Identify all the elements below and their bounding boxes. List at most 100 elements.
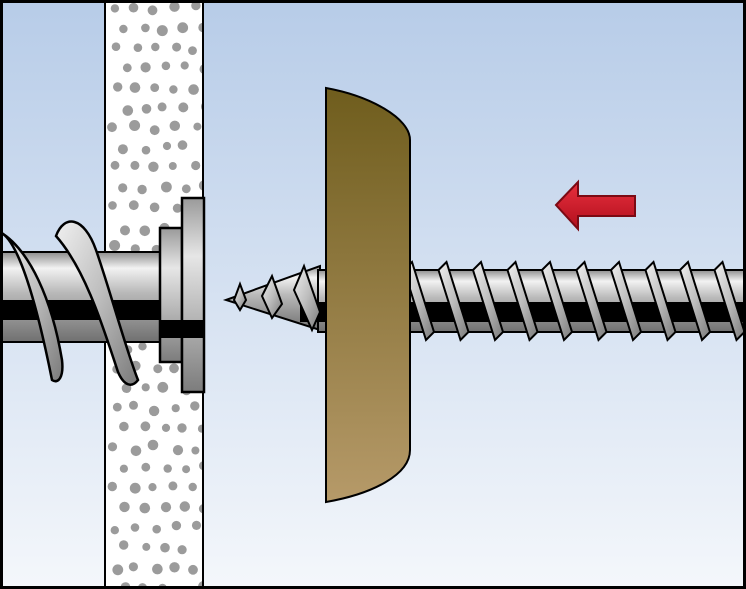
washer-plate bbox=[325, 86, 411, 504]
plasterboard-dot bbox=[191, 520, 202, 531]
plasterboard-dot bbox=[152, 563, 163, 575]
plasterboard-dot bbox=[140, 62, 151, 73]
plasterboard-dot bbox=[198, 180, 203, 191]
plasterboard-dot bbox=[157, 102, 167, 112]
plasterboard-dot bbox=[107, 442, 118, 452]
plasterboard-dot bbox=[169, 363, 179, 374]
drywall-anchor-icon bbox=[0, 196, 206, 394]
plasterboard-dot bbox=[149, 202, 160, 213]
plasterboard-dot bbox=[110, 526, 120, 535]
plasterboard-dot bbox=[153, 364, 163, 374]
plasterboard-dot bbox=[113, 82, 123, 92]
plasterboard-dot bbox=[139, 225, 151, 237]
plasterboard-dot bbox=[188, 84, 199, 95]
plasterboard-dot bbox=[168, 481, 178, 491]
plasterboard-dot bbox=[191, 446, 200, 455]
plasterboard-dot bbox=[171, 520, 182, 531]
plasterboard-dot bbox=[140, 421, 151, 432]
plasterboard-dot bbox=[119, 464, 128, 473]
plasterboard-dot bbox=[129, 482, 141, 494]
plasterboard-dot bbox=[179, 501, 190, 512]
plasterboard-dot bbox=[119, 501, 130, 513]
plasterboard-dot bbox=[133, 43, 143, 52]
plasterboard-dot bbox=[128, 200, 139, 211]
plasterboard-dot bbox=[188, 564, 198, 575]
plasterboard-dot bbox=[171, 404, 180, 413]
plasterboard-dot bbox=[177, 545, 187, 555]
plasterboard-dot bbox=[119, 24, 128, 34]
plasterboard-dot bbox=[138, 342, 147, 351]
plasterboard-dot bbox=[193, 122, 202, 131]
plasterboard-dot bbox=[130, 160, 140, 170]
plasterboard-dot bbox=[191, 160, 201, 171]
plasterboard-dot bbox=[129, 120, 141, 131]
plasterboard-dot bbox=[168, 162, 177, 170]
plasterboard-dot bbox=[148, 483, 157, 492]
screw-tip-thread-3 bbox=[292, 263, 322, 333]
insertion-direction-arrow bbox=[554, 179, 636, 232]
anchor-core bbox=[0, 300, 168, 320]
plasterboard-dot bbox=[137, 184, 147, 195]
plasterboard-dot bbox=[119, 421, 129, 432]
screw-thread bbox=[575, 260, 608, 342]
plasterboard-dot bbox=[139, 502, 151, 514]
plasterboard-dot bbox=[162, 141, 172, 151]
plasterboard-dot bbox=[107, 481, 118, 492]
screw-thread bbox=[437, 260, 470, 342]
plasterboard-dot bbox=[122, 105, 134, 116]
anchor-flange bbox=[180, 196, 206, 394]
plasterboard-dot bbox=[198, 22, 203, 33]
plasterboard-dot bbox=[128, 2, 139, 13]
plasterboard-dot bbox=[141, 23, 150, 33]
plasterboard-dot bbox=[130, 445, 142, 457]
plasterboard-dot bbox=[178, 102, 189, 113]
washer-plate-icon bbox=[325, 86, 411, 504]
anchor-thread-1 bbox=[0, 230, 64, 383]
plasterboard-dot bbox=[129, 400, 138, 410]
plasterboard-dot bbox=[157, 381, 169, 393]
plasterboard-dot bbox=[122, 63, 132, 73]
screw-tip-thread-1 bbox=[232, 281, 248, 312]
plasterboard-dot bbox=[197, 424, 203, 433]
plasterboard-dot bbox=[109, 240, 121, 251]
plasterboard-dot bbox=[161, 181, 172, 193]
plasterboard-dot bbox=[177, 22, 189, 34]
screw-thread bbox=[644, 260, 677, 342]
plasterboard-dot bbox=[169, 120, 180, 131]
plasterboard-dot bbox=[141, 383, 150, 392]
plasterboard-dot bbox=[180, 61, 189, 70]
plasterboard-dot bbox=[169, 85, 178, 94]
plasterboard-dot bbox=[148, 161, 159, 172]
plasterboard-dot bbox=[191, 0, 201, 11]
anchor-thread-2 bbox=[54, 220, 140, 386]
plasterboard-dot bbox=[141, 462, 151, 472]
plasterboard-dot bbox=[108, 201, 117, 210]
plasterboard-dot bbox=[130, 523, 140, 532]
screw-thread bbox=[540, 260, 574, 342]
plasterboard-dot bbox=[160, 502, 172, 513]
plasterboard-dot bbox=[156, 25, 168, 37]
plasterboard-dot bbox=[129, 82, 141, 93]
plasterboard-dot bbox=[110, 160, 120, 170]
plasterboard-dot bbox=[172, 42, 182, 52]
plasterboard-dot bbox=[198, 504, 203, 514]
plasterboard-dot bbox=[172, 445, 184, 456]
arrow-left-icon bbox=[554, 179, 636, 232]
plasterboard-dot bbox=[151, 42, 160, 52]
plasterboard-dot bbox=[112, 564, 124, 576]
screw-thread bbox=[609, 260, 643, 342]
plasterboard-dot bbox=[117, 144, 128, 155]
plasterboard-dot bbox=[141, 104, 152, 114]
plasterboard-dot bbox=[148, 405, 160, 417]
plasterboard-dot bbox=[182, 465, 191, 474]
plasterboard-dot bbox=[142, 542, 151, 551]
plasterboard-dot bbox=[121, 383, 132, 394]
plasterboard-dot bbox=[169, 562, 180, 573]
plasterboard-dot bbox=[118, 183, 128, 193]
screw-tip-thread-2 bbox=[260, 273, 284, 320]
plasterboard-dot bbox=[163, 464, 172, 473]
plasterboard-dot bbox=[188, 46, 197, 55]
